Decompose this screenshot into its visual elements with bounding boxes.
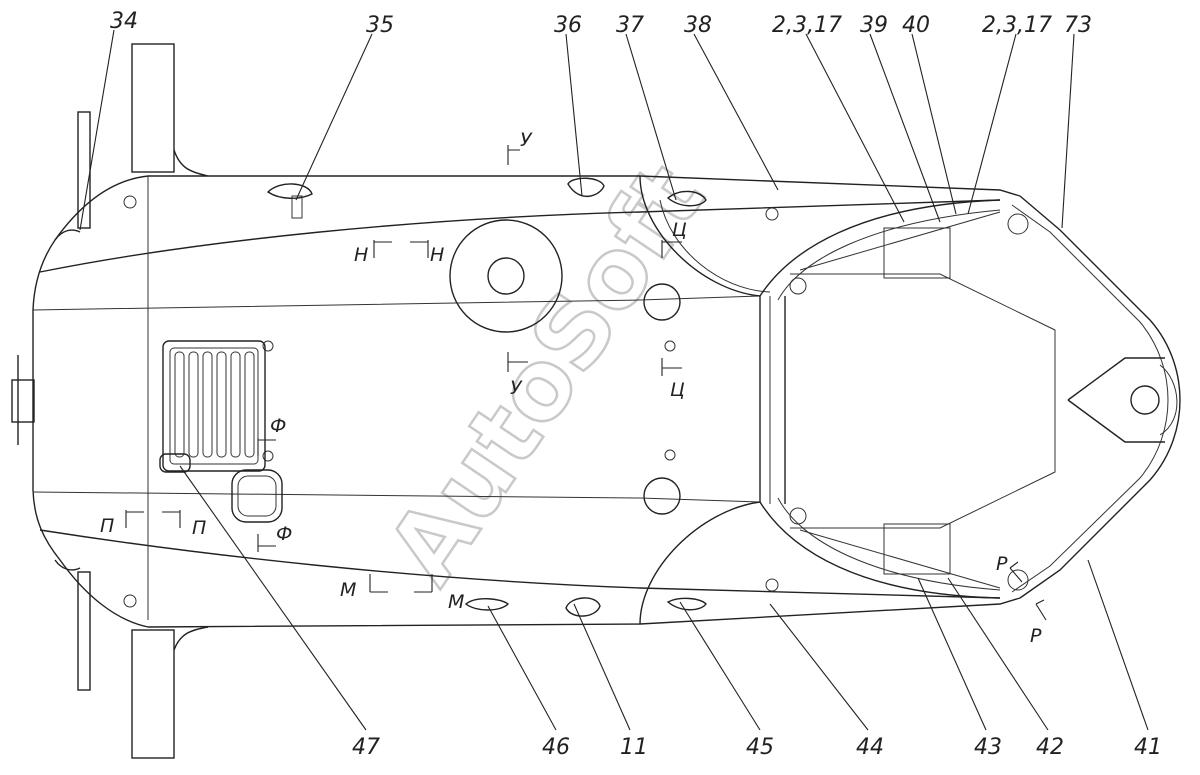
section-ts-bottom: Ц <box>670 379 685 401</box>
callout-2-3-17-left: 2,3,17 <box>772 13 842 38</box>
callout-47: 47 <box>352 735 380 760</box>
callout-43: 43 <box>974 735 1002 760</box>
callout-45: 45 <box>746 735 774 760</box>
callout-11: 11 <box>620 735 648 760</box>
section-p-left: П <box>100 515 114 537</box>
callout-40: 40 <box>902 13 930 38</box>
callout-38: 38 <box>684 13 712 38</box>
section-n-left: Н <box>354 244 368 266</box>
section-r-bottom: Р <box>1030 625 1042 647</box>
callouts-bottom: 47 46 11 45 44 43 42 41 <box>352 735 1162 760</box>
section-ts-top: Ц <box>672 219 687 241</box>
section-f-top: Ф <box>270 415 286 437</box>
left-skid-bottom <box>54 559 209 759</box>
callout-46: 46 <box>542 735 570 760</box>
tow-hook <box>11 355 35 445</box>
callout-39: 39 <box>860 13 888 38</box>
left-skid-top <box>54 43 209 241</box>
section-u-bottom: У <box>510 377 523 399</box>
callout-37: 37 <box>616 13 644 38</box>
section-f-bottom: Ф <box>276 523 292 545</box>
edge-recesses <box>266 177 707 617</box>
callout-42: 42 <box>1036 735 1064 760</box>
callout-41: 41 <box>1134 735 1162 760</box>
section-r-top: Р <box>996 553 1008 575</box>
watermark: AutoSoft <box>366 145 726 603</box>
section-p-right: П <box>192 517 206 539</box>
callout-73: 73 <box>1064 13 1092 38</box>
section-m-right: М <box>448 591 464 613</box>
section-m-left: М <box>340 579 356 601</box>
leader-lines <box>79 29 1149 731</box>
callout-36: 36 <box>554 13 582 38</box>
callout-35: 35 <box>366 13 394 38</box>
hull-outline <box>32 175 1181 628</box>
drain-valve <box>159 453 191 473</box>
louvre-grille <box>162 340 266 472</box>
stern-frame <box>639 175 1178 625</box>
large-hatch <box>449 219 563 333</box>
callout-2-3-17-right: 2,3,17 <box>982 13 1052 38</box>
callout-34: 34 <box>110 9 138 34</box>
section-markers: У У Н Н Ц Ц Ф Ф П П М М Р Р <box>100 129 1047 647</box>
round-openings <box>123 195 779 608</box>
callouts-top: 34 35 36 37 38 2,3,17 39 40 2,3,17 73 <box>110 9 1092 38</box>
section-n-right: Н <box>430 244 444 266</box>
callout-44: 44 <box>856 735 884 760</box>
section-u-top: У <box>520 129 533 151</box>
rounded-hatch <box>231 469 283 523</box>
